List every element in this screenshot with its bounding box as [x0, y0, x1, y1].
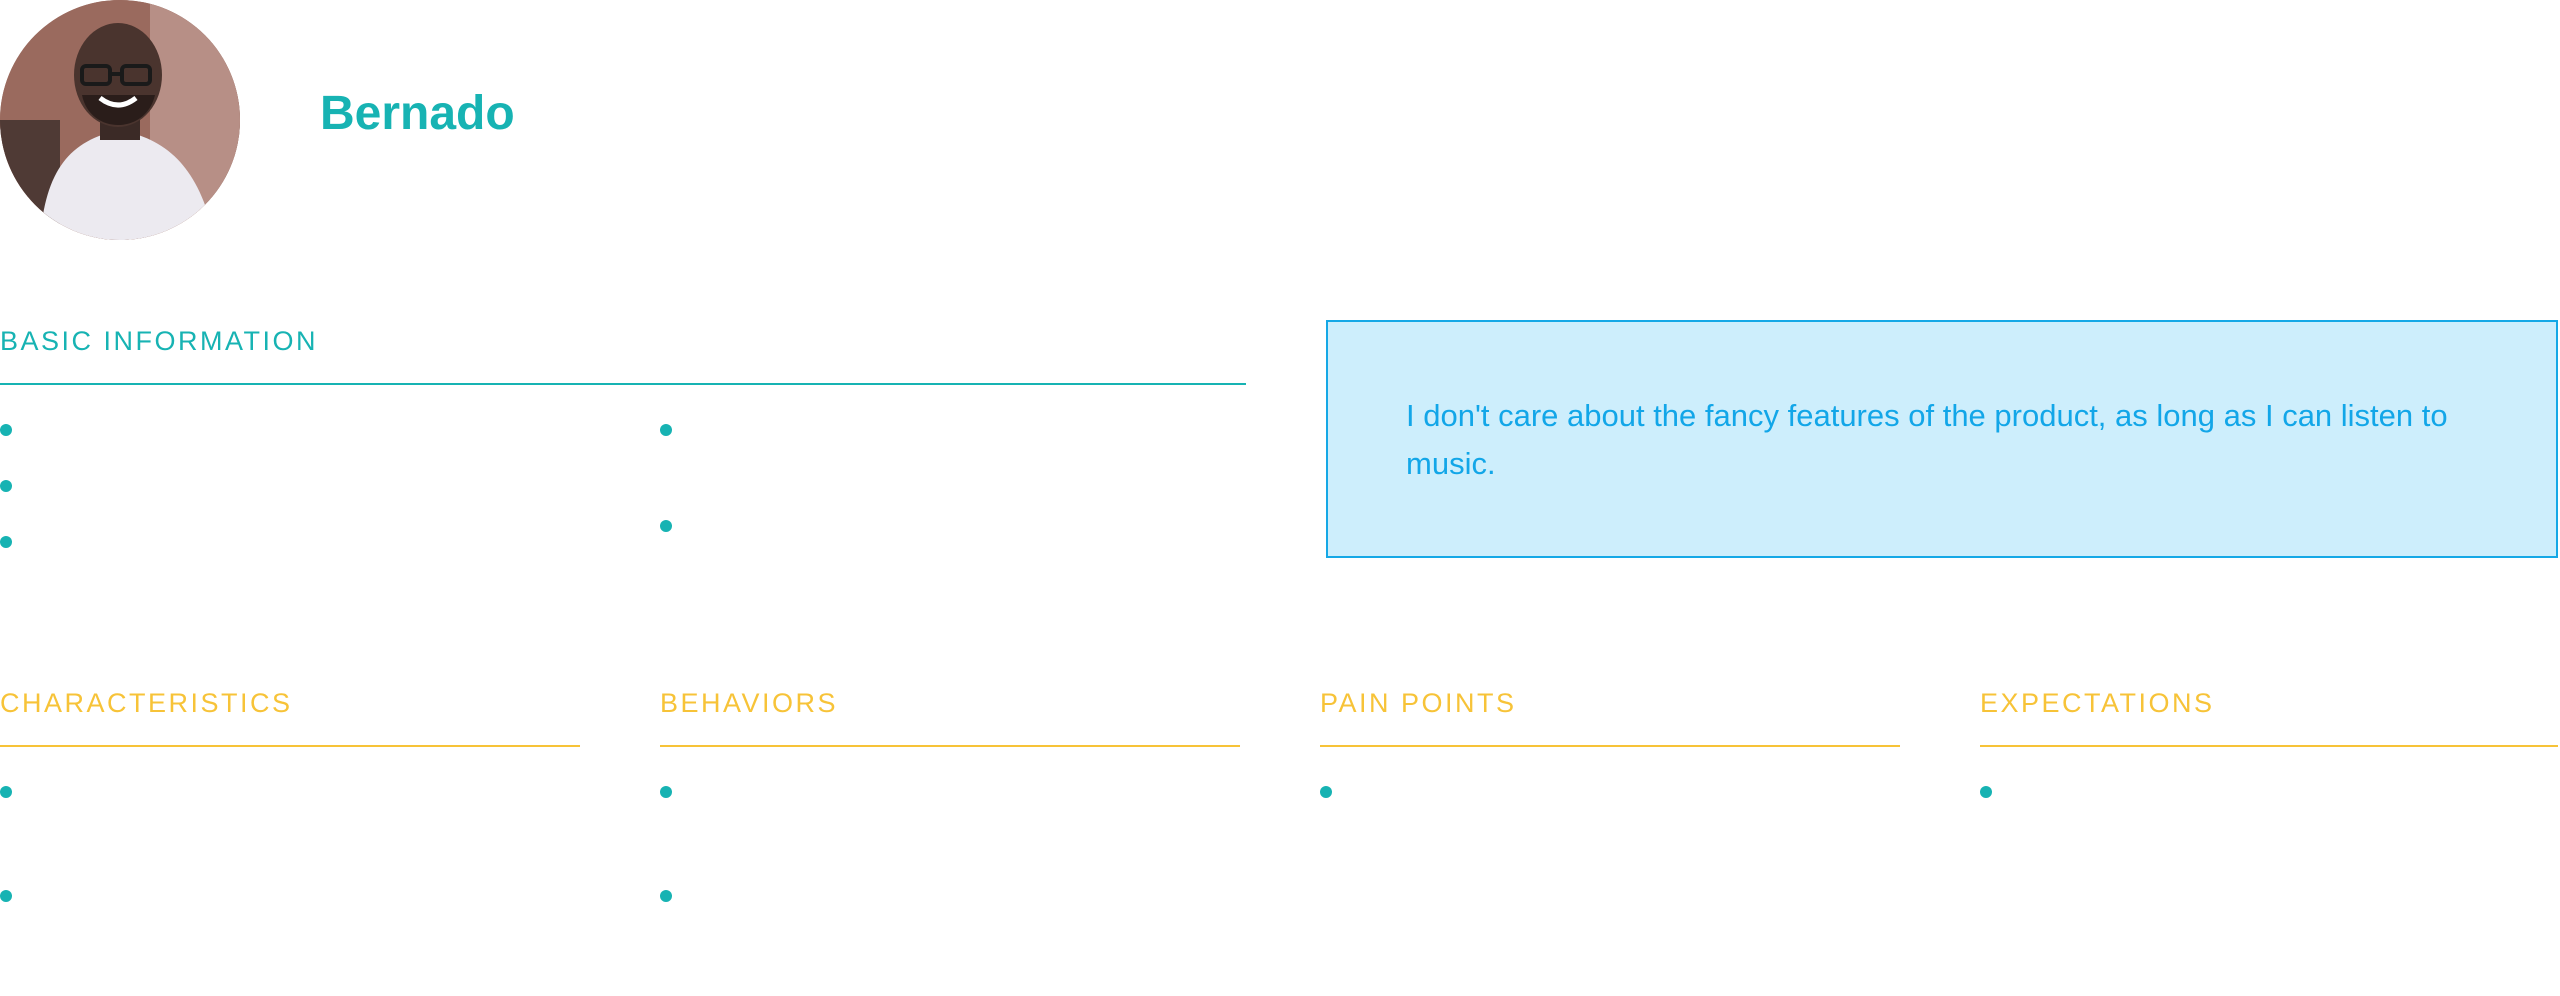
list-item: [660, 890, 1000, 902]
basic-information-title: BASIC INFORMATION: [0, 326, 319, 356]
quote-box: I don't care about the fancy features of…: [1326, 320, 2558, 558]
list-item: [660, 786, 1000, 798]
basic-information-divider: [0, 383, 1246, 385]
expectations-title: EXPECTATIONS: [1980, 688, 2215, 718]
characteristics-title: CHARACTERISTICS: [0, 688, 293, 718]
behaviors-title: BEHAVIORS: [660, 688, 839, 718]
list-item: [660, 520, 1000, 532]
pain-points-title: PAIN POINTS: [1320, 688, 1517, 718]
list-item: [0, 480, 340, 492]
list-item: [660, 424, 1000, 436]
list-item: [0, 786, 340, 798]
list-item: [1320, 786, 1660, 798]
characteristics-divider: [0, 745, 580, 747]
list-item: [0, 424, 340, 436]
list-item: [1980, 786, 2320, 798]
persona-name: Bernado: [320, 87, 515, 140]
expectations-divider: [1980, 745, 2558, 747]
behaviors-divider: [660, 745, 1240, 747]
person-photo-icon: [0, 0, 240, 240]
quote-text: I don't care about the fancy features of…: [1406, 398, 2448, 481]
list-item: [0, 536, 340, 548]
pain-points-divider: [1320, 745, 1900, 747]
avatar: [0, 0, 240, 240]
list-item: [0, 890, 340, 902]
